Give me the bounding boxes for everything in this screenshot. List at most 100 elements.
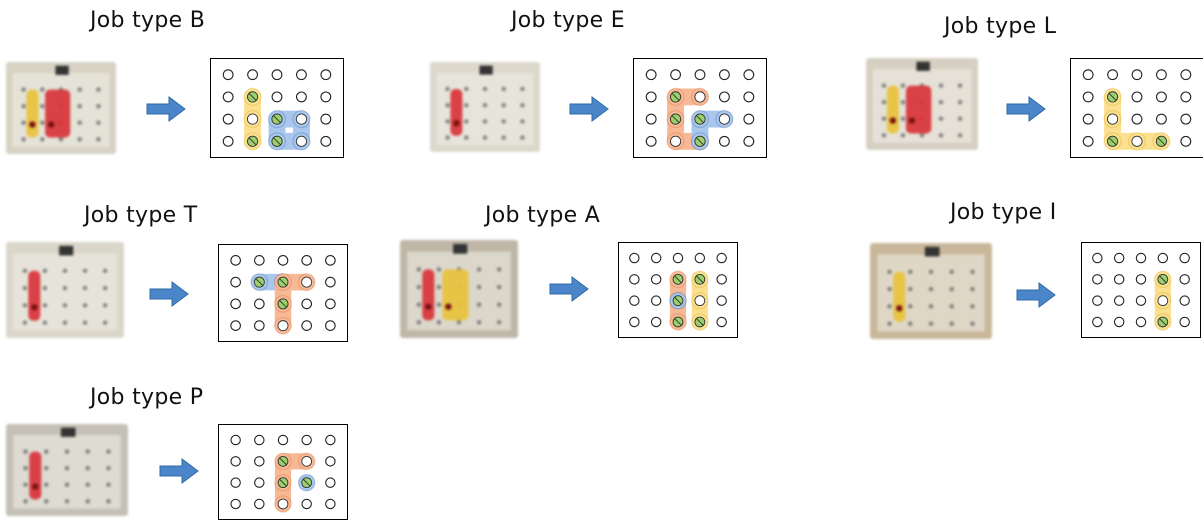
board-hole [743,135,755,147]
board-hole [230,498,241,510]
board-hole [743,69,755,81]
right-arrow-icon [569,96,609,122]
board-hole [325,276,336,288]
board-hole [325,498,336,510]
board-hole [320,69,332,81]
board-hole [1180,69,1192,81]
yellow-piece [1103,87,1171,151]
board-hole [716,316,727,328]
board-hole [320,135,332,147]
board-hole [718,69,730,81]
board-hole [1155,113,1167,125]
right-arrow-icon [1006,96,1046,122]
board-hole [1179,252,1190,264]
board-hole [253,320,265,331]
board-hole [1131,69,1143,81]
job-title: Job type P [90,385,204,410]
board-hole [1113,316,1125,328]
board-hole [271,69,283,81]
board-hole [694,252,706,264]
blue-piece [297,473,316,492]
board-hole [325,320,336,331]
board-hole [743,91,755,103]
board-hole [230,298,241,310]
board-hole [1180,113,1192,125]
board-hole [670,69,682,81]
right-arrow-icon [146,96,186,122]
board-hole [1092,295,1103,306]
board-hole [718,135,730,147]
board-hole [1131,113,1143,125]
board-hole [277,434,289,446]
board-hole [650,274,662,285]
board-hole [1092,316,1103,328]
board-hole [325,298,336,310]
board-hole [230,456,241,467]
board-hole [718,91,730,103]
right-arrow-icon [1016,282,1056,308]
board-hole [629,295,640,306]
board-hole [1131,91,1143,103]
right-arrow-icon [159,458,199,484]
board-hole [1179,295,1190,306]
job-photo [6,62,116,154]
board-hole [1113,274,1125,285]
board-hole [743,113,755,125]
right-arrow-icon [149,281,189,307]
board-hole [254,498,265,510]
job-title: Job type T [84,203,198,228]
board-hole [1157,252,1169,264]
peg-board-diagram [1081,242,1201,338]
board-hole [222,135,234,147]
job-photo [430,62,540,152]
peg-board-diagram [218,424,348,520]
board-hole [1092,252,1103,264]
job-title: Job type L [944,14,1057,39]
board-hole [645,69,657,81]
board-hole [295,91,307,103]
board-hole [271,91,283,103]
board-hole [301,320,313,331]
board-hole [1107,69,1119,81]
job-photo [400,240,518,338]
board-hole [645,135,657,147]
board-hole [716,295,727,306]
board-hole [301,498,312,510]
board-hole [1180,91,1192,103]
board-hole [716,252,727,264]
yellow-piece [243,87,262,151]
board-hole [645,113,657,125]
board-hole [672,252,684,264]
board-hole [325,434,336,446]
blue-piece [669,291,687,310]
board-hole [222,91,234,103]
board-hole [230,276,241,288]
board-hole [230,477,241,488]
job-photo [866,58,978,150]
job-title: Job type A [485,203,601,228]
board-hole [1180,135,1192,147]
board-hole [222,113,234,125]
peg-board-diagram [210,58,344,158]
job-photo [6,424,128,516]
board-hole [254,477,265,488]
job-photo [870,243,992,339]
board-hole [629,252,640,264]
board-hole [650,316,662,328]
board-hole [301,434,312,446]
board-hole [301,255,313,266]
board-hole [1135,252,1147,264]
board-hole [320,113,332,125]
board-hole [1092,274,1103,285]
board-hole [254,434,265,446]
board-hole [295,69,307,81]
board-hole [230,434,241,446]
board-hole [254,456,265,467]
board-hole [1082,91,1094,103]
board-hole [1113,252,1125,264]
board-hole [694,69,706,81]
job-title: Job type I [950,200,1057,225]
peg-board-diagram [618,242,738,338]
board-hole [1155,69,1167,81]
blue-piece [267,110,311,151]
